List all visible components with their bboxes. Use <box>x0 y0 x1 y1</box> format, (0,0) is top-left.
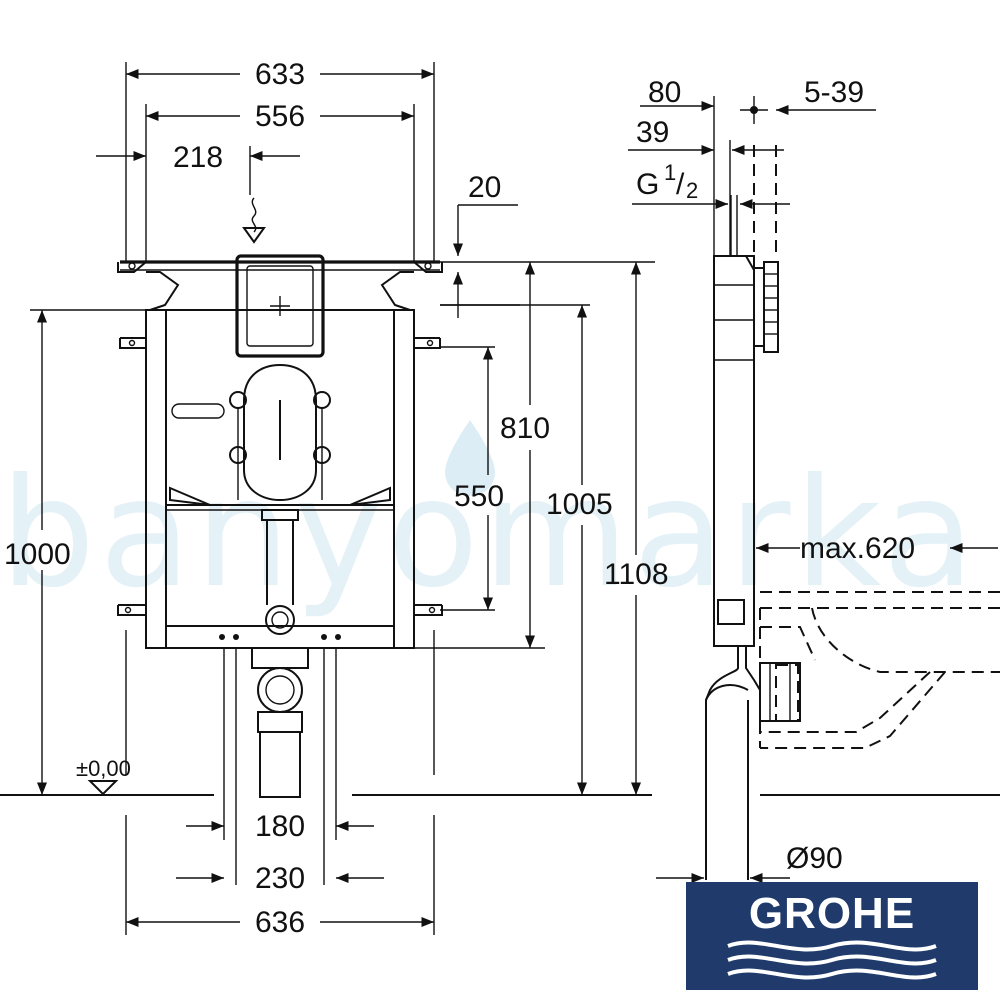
height-1000-label: 1000 <box>4 538 71 571</box>
side-dimensions: 80 39 5-39 G 1 / 2 max.620 Ø90 <box>628 76 998 884</box>
spacing-230-label: 230 <box>255 862 305 895</box>
height-1108-label: 1108 <box>604 558 669 591</box>
height-550-label: 550 <box>454 480 504 513</box>
floor-level-label: ±0,00 <box>76 756 131 781</box>
brand-logo: GROHE <box>686 882 978 990</box>
height-1005-label: 1005 <box>546 488 613 521</box>
front-dimensions: 633 556 218 20 810 550 1005 <box>4 58 669 939</box>
side-view <box>705 96 1000 880</box>
front-frame <box>117 254 443 798</box>
spacing-180-label: 180 <box>255 810 305 843</box>
depth-80-label: 80 <box>648 76 681 109</box>
projection-max620-label: max.620 <box>800 532 915 565</box>
water-connection-label: G 1 / 2 <box>636 160 698 203</box>
thread-denominator: 2 <box>686 178 698 203</box>
water-drop-icon <box>445 420 495 496</box>
steam-icon <box>242 197 266 244</box>
offset-218-label: 218 <box>173 141 223 174</box>
thread-slash: / <box>676 168 685 201</box>
width-636-label: 636 <box>255 906 305 939</box>
thread-numerator: 1 <box>664 160 676 185</box>
depth-39-label: 39 <box>636 116 669 149</box>
grohe-waves-icon <box>727 940 937 980</box>
drain-diameter-label: Ø90 <box>786 842 843 875</box>
width-556-label: 556 <box>255 100 305 133</box>
adjust-5-39-label: 5-39 <box>804 76 864 109</box>
gap-20-label: 20 <box>468 171 501 204</box>
brand-name: GROHE <box>749 889 915 938</box>
height-810-label: 810 <box>500 412 550 445</box>
width-633-label: 633 <box>255 58 305 91</box>
level-triangle-icon <box>87 780 119 796</box>
thread-g-label: G <box>636 168 659 201</box>
